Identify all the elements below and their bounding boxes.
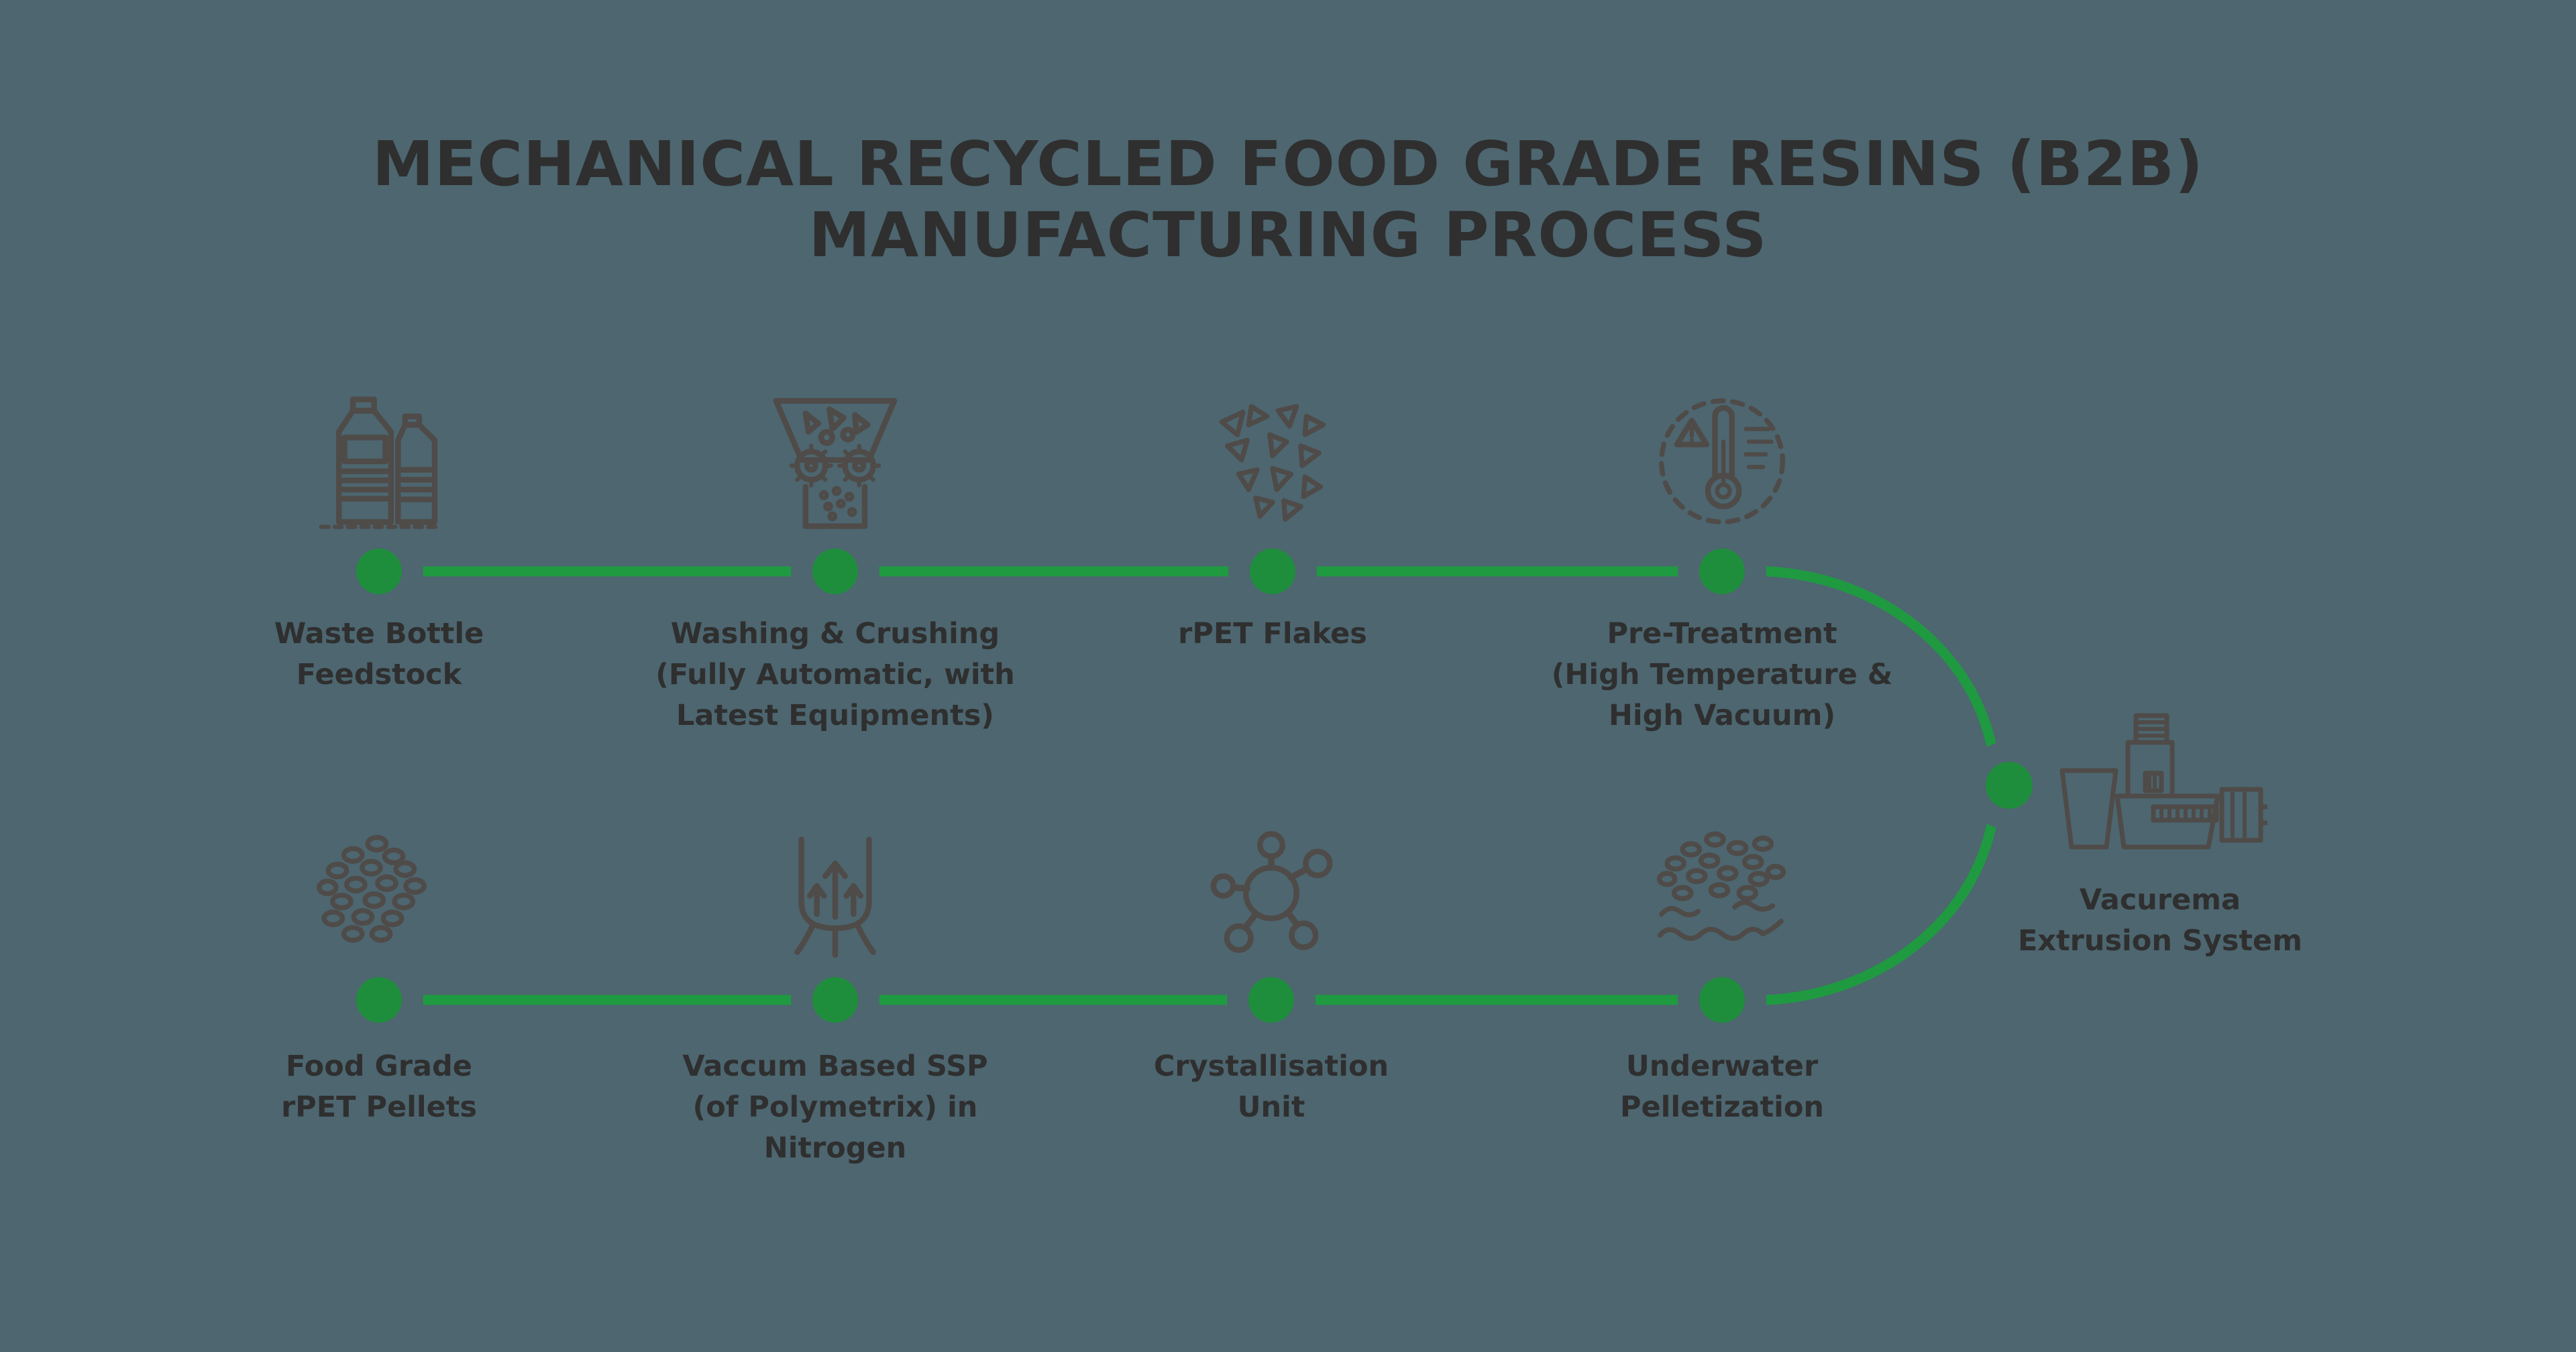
node-underwater-pelletization [1699,977,1745,1023]
page-title: MECHANICAL RECYCLED FOOD GRADE RESINS (B… [372,128,2204,271]
label-food-grade-pellets: Food Grade rPET Pellets [281,1050,477,1124]
node-washing-crushing [812,549,858,594]
flakes-icon [1219,404,1326,522]
node-rpet-flakes [1250,549,1295,594]
stage-waste-bottle-feedstock [309,391,449,532]
pellets-icon [317,834,427,943]
thermometer-warning-icon [1659,398,1785,524]
label-crystallisation-unit: Crystallisation Unit [1153,1050,1389,1124]
waste-bottles-icon [319,396,442,529]
node-pre-treatment [1699,549,1745,594]
extrusion-machine-icon [2059,713,2267,850]
stage-washing-crushing [765,391,906,532]
stage-rpet-flakes [1202,391,1343,532]
label-waste-bottle-feedstock: Waste Bottle Feedstock [274,617,484,691]
stage-crystallisation-unit [1201,828,1342,969]
node-waste-bottle-feedstock [356,549,402,594]
stage-vacurema-extrusion [2053,709,2267,870]
label-rpet-flakes: rPET Flakes [1178,617,1367,651]
stage-food-grade-pellets [309,828,449,969]
vessel-arrows-icon [794,836,876,958]
node-food-grade-pellets [356,977,402,1023]
label-pre-treatment: Pre-Treatment (High Temperature & High V… [1551,617,1893,732]
node-vaccum-based-ssp [812,977,858,1023]
node-vacurema-extrusion [1986,762,2033,809]
node-crystallisation-unit [1248,977,1294,1023]
crusher-gears-icon [773,398,898,529]
label-underwater-pelletization: Underwater Pelletization [1619,1050,1825,1124]
label-vaccum-based-ssp: Vaccum Based SSP (of Polymetrix) in Nitr… [682,1050,988,1165]
flow-nodes [356,549,2033,1023]
stage-underwater-pelletization [1652,828,1792,969]
pellets-water-icon [1656,831,1786,941]
stage-pre-treatment [1652,391,1792,532]
label-washing-crushing: Washing & Crushing (Fully Automatic, wit… [655,617,1015,732]
molecule-icon [1210,831,1333,953]
stage-vaccum-based-ssp [765,828,906,969]
node-gaps [335,527,2053,1044]
label-vacurema-extrusion: Vacurema Extrusion System [2017,883,2303,958]
